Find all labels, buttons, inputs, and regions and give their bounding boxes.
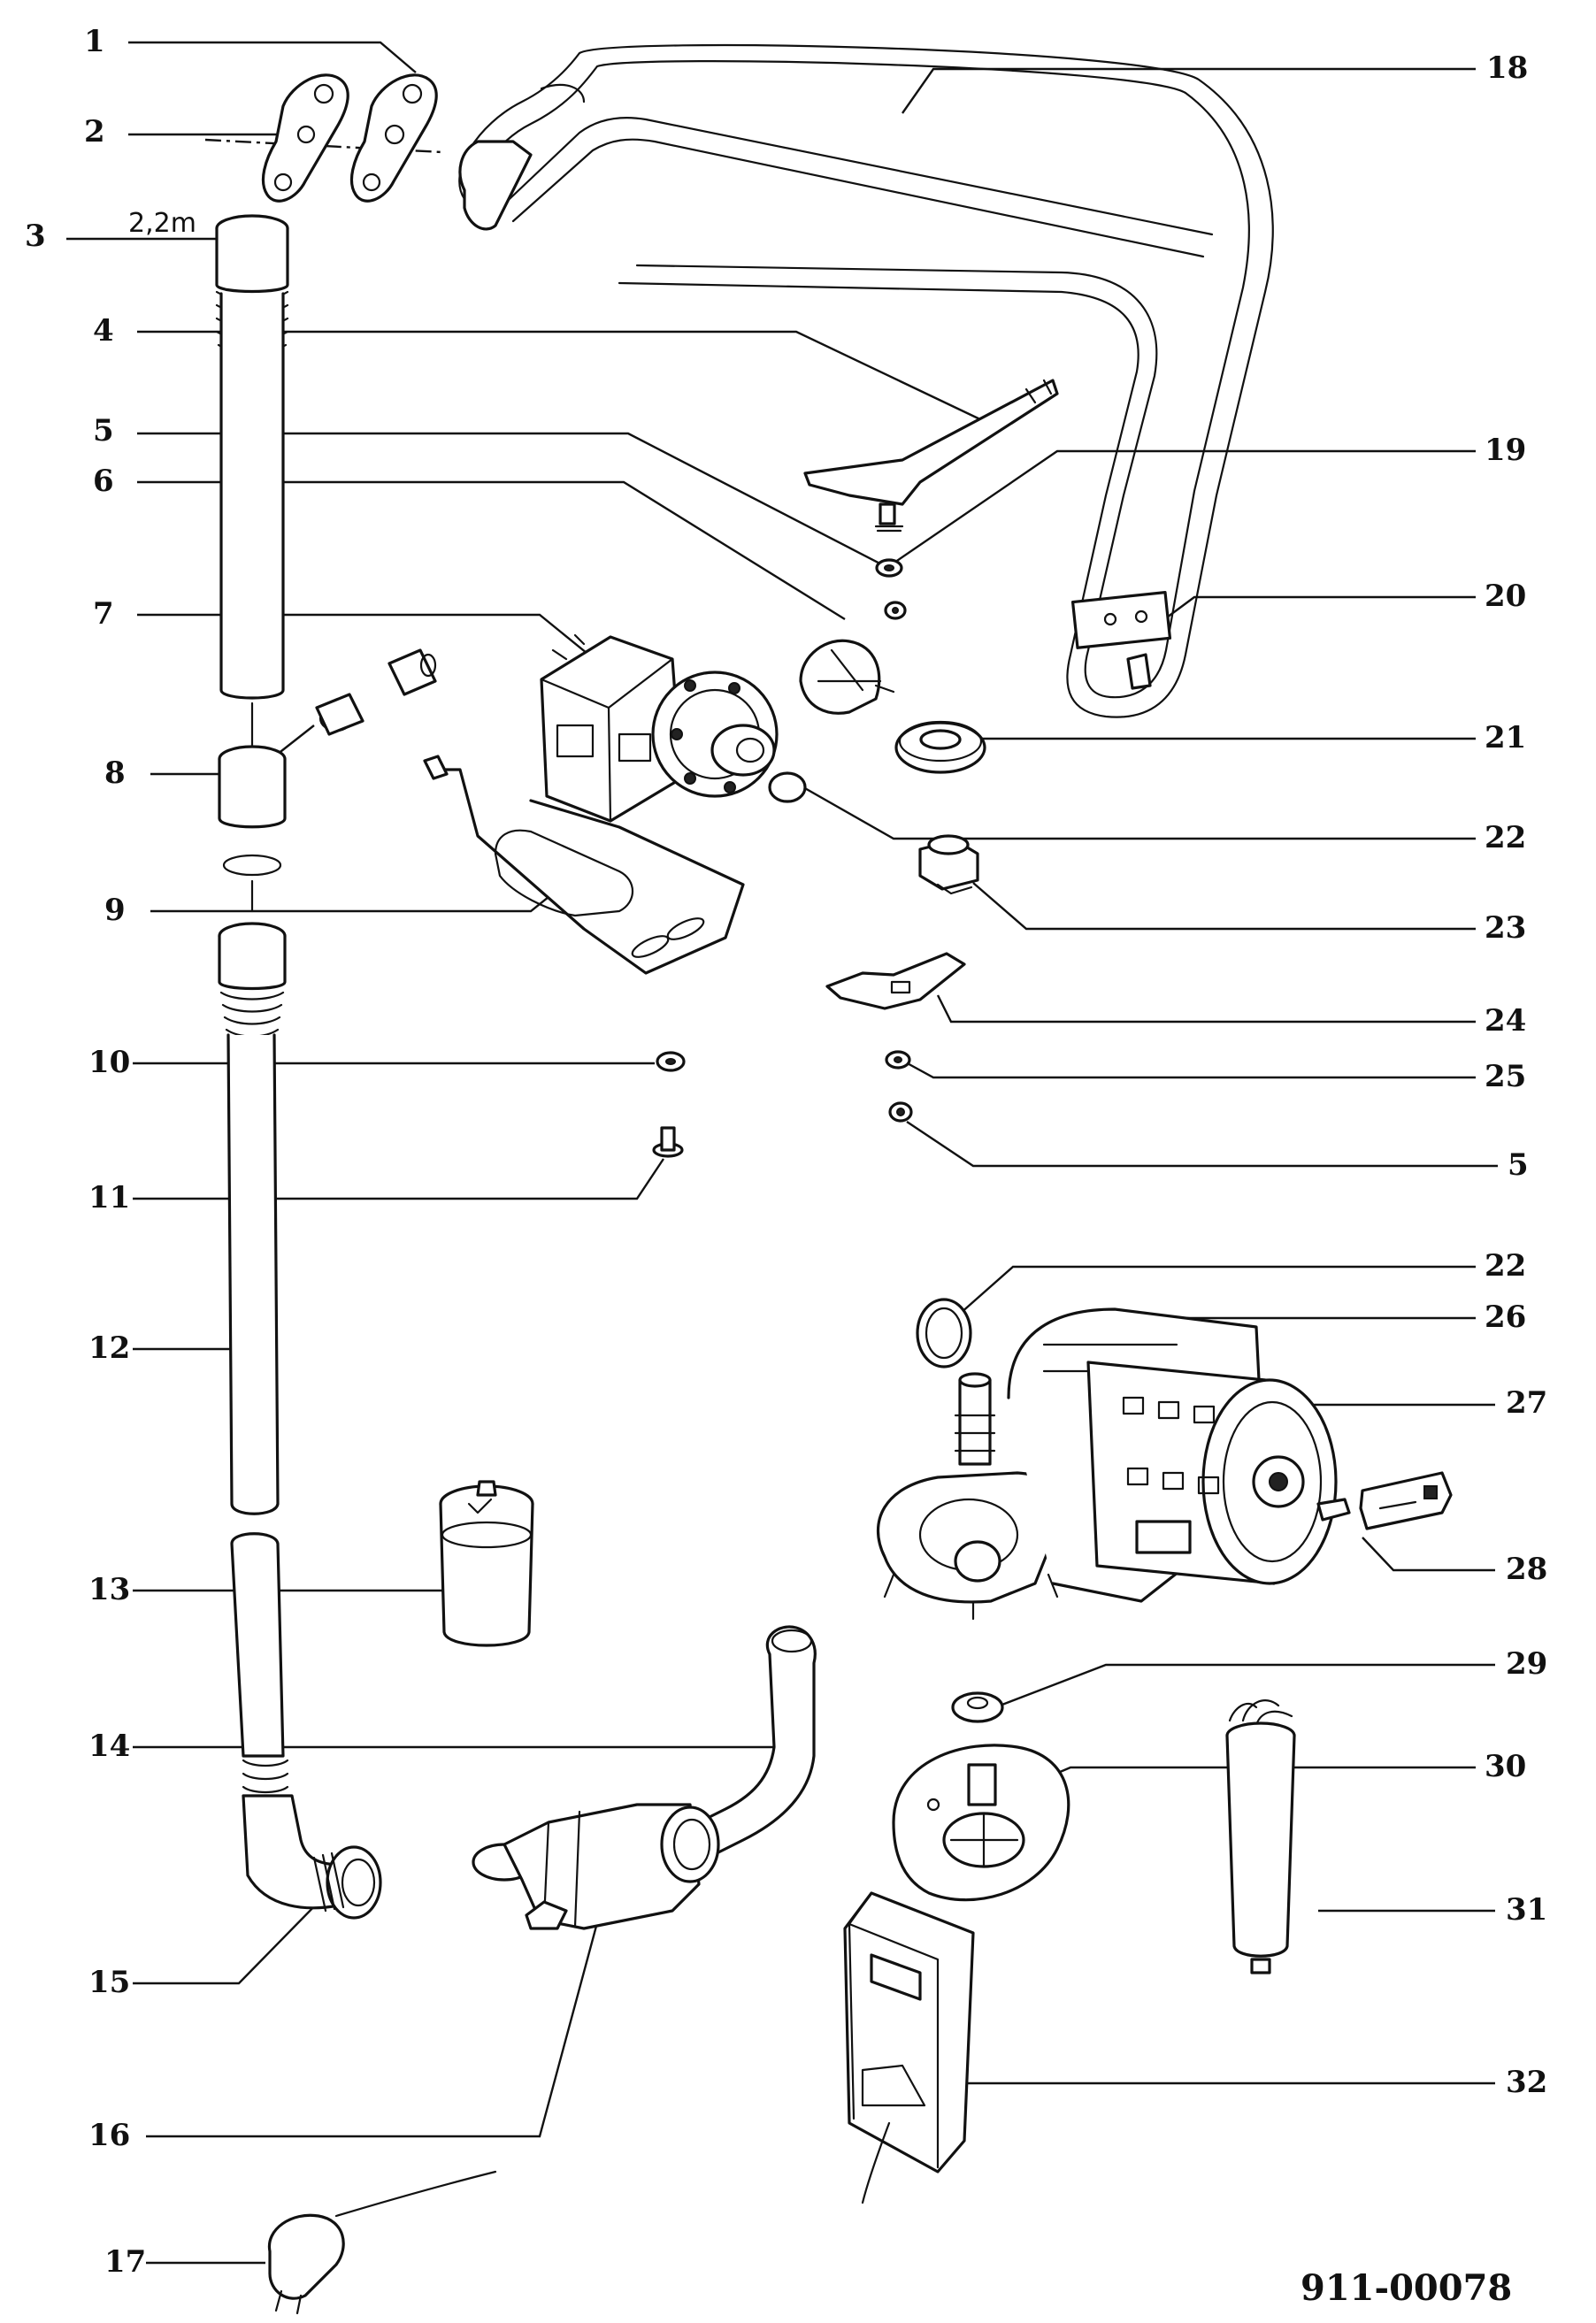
leader-29 xyxy=(994,1663,1495,1709)
leader-1 xyxy=(128,41,417,73)
callout-18: 18 xyxy=(1486,50,1528,86)
leader-18 xyxy=(902,67,1476,114)
part-18-heating-element xyxy=(458,43,1274,718)
part-14-curved-hose xyxy=(697,1625,817,1855)
callout-22: 22 xyxy=(1485,820,1526,855)
leader-22-b xyxy=(959,1265,1476,1315)
callout-19: 19 xyxy=(1485,433,1526,468)
part-27-motor xyxy=(1086,1361,1351,1585)
callout-20: 20 xyxy=(1485,579,1526,614)
part-15-hose-elbow xyxy=(242,1794,382,1920)
leader-22 xyxy=(802,786,1476,840)
callout-11: 11 xyxy=(88,1180,130,1215)
leader-23 xyxy=(972,882,1476,931)
callout-4: 4 xyxy=(93,313,114,349)
part-10-washer xyxy=(656,1051,686,1072)
plate-right xyxy=(349,73,438,203)
part-22-o-ring-small xyxy=(768,771,807,803)
callout-12: 12 xyxy=(88,1330,130,1366)
part-5-nut xyxy=(884,601,907,620)
plate-left xyxy=(261,73,349,203)
callout-7: 7 xyxy=(93,596,114,632)
part-24-bracket xyxy=(825,952,966,1010)
callout-23: 23 xyxy=(1485,910,1526,946)
leader-28 xyxy=(1362,1537,1495,1572)
part-13-cylinder xyxy=(439,1480,534,1647)
hose-length-label: 2,2m xyxy=(128,208,196,239)
callout-21: 21 xyxy=(1485,720,1526,755)
leader-7 xyxy=(137,613,611,673)
leader-15 xyxy=(133,1897,324,1985)
callout-1: 1 xyxy=(84,24,105,59)
leader-20 xyxy=(1149,595,1476,631)
part-7-timer-assembly xyxy=(540,633,779,823)
part-28-connector xyxy=(1359,1471,1453,1530)
callout-29: 29 xyxy=(1506,1646,1547,1682)
callout-22-b: 22 xyxy=(1485,1248,1526,1284)
callout-27: 27 xyxy=(1506,1385,1547,1421)
part-21-grommet xyxy=(894,720,986,774)
callout-30: 30 xyxy=(1485,1749,1526,1784)
leader-25 xyxy=(903,1060,1476,1079)
callout-16: 16 xyxy=(88,2118,130,2153)
callout-5-b: 5 xyxy=(1508,1147,1529,1183)
callout-26: 26 xyxy=(1485,1300,1526,1335)
callout-31: 31 xyxy=(1506,1892,1547,1928)
leader-19 xyxy=(888,449,1476,567)
callout-13: 13 xyxy=(88,1572,130,1607)
callout-9: 9 xyxy=(104,893,126,928)
leader-5-b xyxy=(906,1121,1498,1168)
part-16-drain-housing xyxy=(472,1803,720,1930)
callout-10: 10 xyxy=(88,1045,130,1080)
leader-24 xyxy=(936,994,1476,1024)
leader-5 xyxy=(137,432,894,572)
leader-11 xyxy=(133,1158,664,1200)
hose-clamp xyxy=(222,854,282,877)
part-8-hose-connector xyxy=(218,693,364,913)
part-30-impeller xyxy=(892,1744,1070,1902)
leader-2-axis xyxy=(204,138,443,154)
part-1-2-mount-plates xyxy=(261,73,438,203)
callout-28: 28 xyxy=(1506,1552,1547,1587)
part-6-knob xyxy=(799,639,895,715)
part-7-small-plugs xyxy=(387,648,437,696)
part-9-timer-bracket xyxy=(423,755,745,975)
callout-25: 25 xyxy=(1485,1059,1526,1094)
part-29-seal-ring xyxy=(951,1691,1004,1723)
callout-5: 5 xyxy=(93,413,114,448)
part-25-washer xyxy=(885,1050,911,1070)
part-32-control-box xyxy=(843,1891,975,2204)
callout-32: 32 xyxy=(1506,2065,1547,2100)
callout-8: 8 xyxy=(104,755,126,791)
part-23-thermostat xyxy=(918,834,979,895)
leader-9 xyxy=(150,893,554,913)
drawing-number: 911-00078 xyxy=(1301,2267,1512,2309)
part-20-bracket xyxy=(1070,591,1172,649)
callout-15: 15 xyxy=(88,1965,130,2000)
part-19-washer xyxy=(875,558,903,578)
part-31-capacitor xyxy=(1225,1699,1296,1974)
callout-14: 14 xyxy=(88,1729,130,1764)
part-11-screw xyxy=(652,1126,684,1158)
callout-6: 6 xyxy=(93,464,114,499)
part-12-hose-lower xyxy=(218,922,289,1794)
part-3-hose-upper xyxy=(215,214,289,749)
callout-24: 24 xyxy=(1485,1003,1526,1039)
callout-17: 17 xyxy=(104,2244,146,2280)
part-4-lever-bracket xyxy=(803,379,1059,533)
part-22-o-ring-large xyxy=(916,1298,972,1368)
callout-3: 3 xyxy=(25,218,46,254)
part-5-nut-b xyxy=(888,1101,913,1123)
callout-2: 2 xyxy=(84,114,105,150)
leader-4 xyxy=(137,330,983,422)
part-17-power-plug xyxy=(267,2170,497,2315)
leader-16 xyxy=(146,1905,603,2138)
leader-6 xyxy=(137,480,846,621)
